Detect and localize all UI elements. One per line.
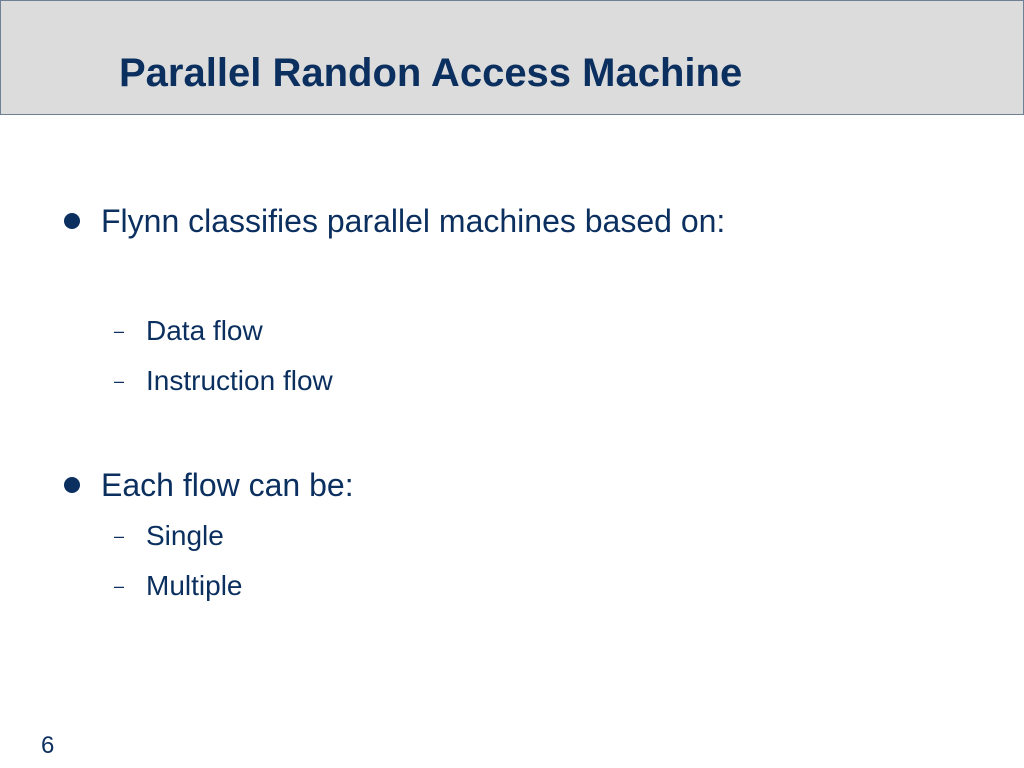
bullet-text: Flynn classifies parallel machines based… <box>101 203 726 239</box>
title-bar: Parallel Randon Access Machine <box>0 0 1024 115</box>
slide-title: Parallel Randon Access Machine <box>119 51 743 95</box>
dash-icon: – <box>114 321 125 341</box>
bullet-dot-icon <box>64 477 80 493</box>
subitem-text: Data flow <box>146 315 263 346</box>
subitem-text: Instruction flow <box>146 365 333 396</box>
bullet-item-flynn: Flynn classifies parallel machines based… <box>0 197 1000 245</box>
subitem-instruction-flow: – Instruction flow <box>0 361 500 401</box>
bullet-text: Each flow can be: <box>101 467 354 503</box>
subitem-text: Single <box>146 520 224 551</box>
dash-icon: – <box>114 371 125 391</box>
bullet-dot-icon <box>64 213 80 229</box>
dash-icon: – <box>114 576 125 596</box>
subitem-data-flow: – Data flow <box>0 311 500 351</box>
subitem-multiple: – Multiple <box>0 566 500 606</box>
page-number: 6 <box>41 732 55 759</box>
bullet-item-each-flow: Each flow can be: <box>0 461 1000 509</box>
subitem-single: – Single <box>0 516 500 556</box>
dash-icon: – <box>114 526 125 546</box>
subitem-text: Multiple <box>146 570 243 601</box>
